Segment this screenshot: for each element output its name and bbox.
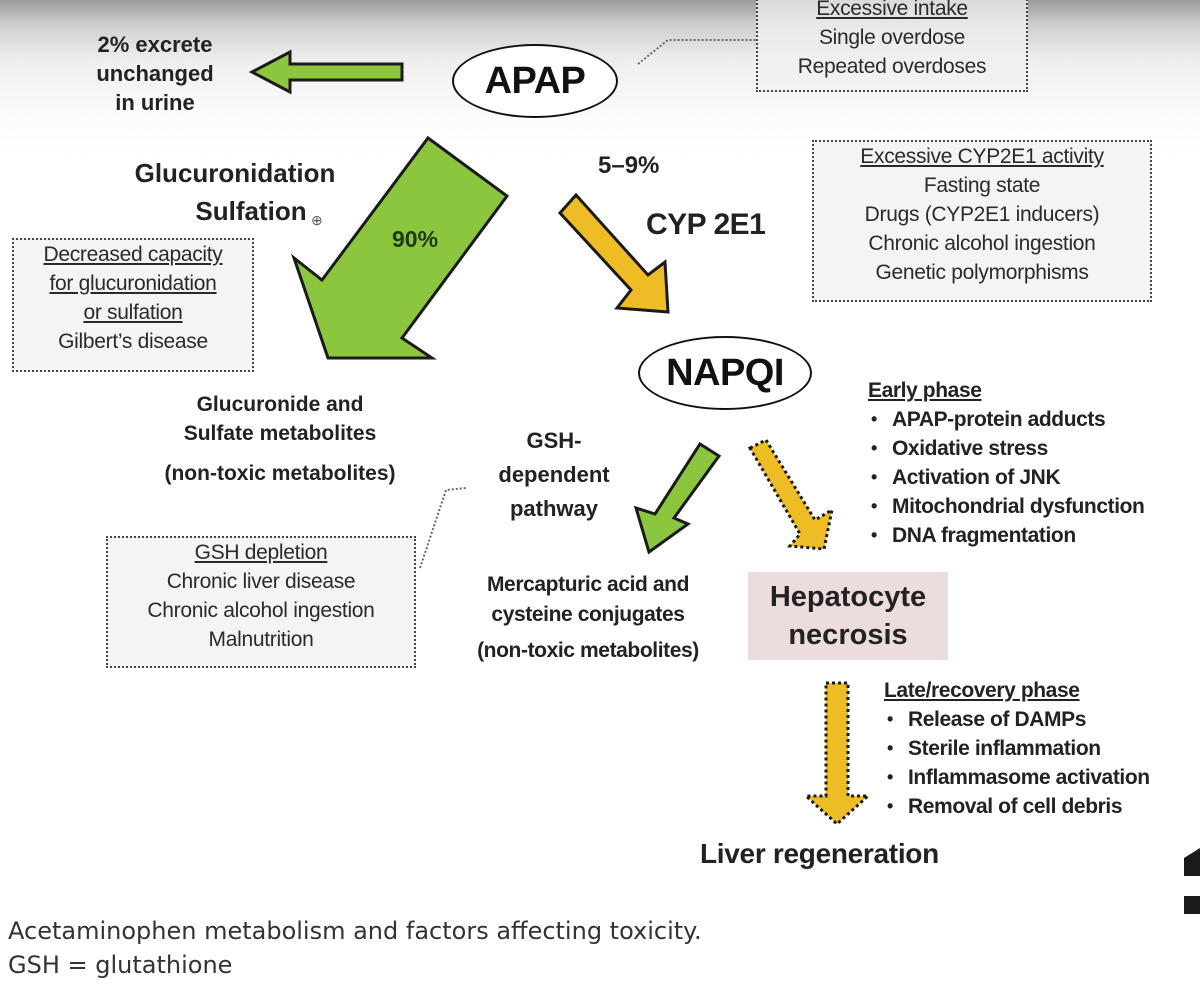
late-phase-item: Sterile inflammation [884,734,1200,763]
connector-gsh-depletion [419,487,467,569]
cyp2e1-activity-box: Excessive CYP2E1 activity Fasting state … [812,140,1152,302]
apap-label: APAP [484,59,586,102]
cyp2e1-arrow [557,192,670,314]
late-phase-item: Inflammasome activation [884,763,1200,792]
regeneration-arrow [802,681,872,827]
apap-node: APAP [452,44,618,118]
zoom-cursor-icon: ⊕ [311,212,323,228]
excessive-intake-box: Excessive intake Single overdose Repeate… [756,0,1028,92]
edge-shape-bottom [1184,896,1200,914]
caption-line-2: GSH = glutathione [8,951,233,979]
decreased-capacity-box: Decreased capacity for glucuronidation o… [12,238,254,372]
early-phase-item: Activation of JNK [868,463,1200,492]
mercapturic-products: Mercapturic acid and cysteine conjugates… [477,573,699,662]
cyp2e1-label: CYP 2E1 [646,208,766,241]
early-phase-item: DNA fragmentation [868,521,1200,550]
figure-caption: Acetaminophen metabolism and factors aff… [8,914,702,982]
late-phase-item: Release of DAMPs [884,705,1200,734]
early-phase-list: Early phase APAP-protein adducts Oxidati… [868,376,1200,550]
late-phase-item: Removal of cell debris [884,792,1200,821]
urine-arrow [248,49,404,95]
urine-excretion-label: 2% excrete unchanged in urine [96,32,214,115]
gsh-pathway-label: GSH- dependent pathway [498,428,610,521]
late-phase-list: Late/recovery phase Release of DAMPs Ste… [884,676,1200,821]
napqi-label: NAPQI [666,351,784,394]
glucuronidation-label: Glucuronidation Sulfation [134,158,336,226]
caption-line-1: Acetaminophen metabolism and factors aff… [8,917,702,945]
gsh-pathway-arrow [633,441,722,555]
early-phase-item: APAP-protein adducts [868,405,1200,434]
napqi-node: NAPQI [638,336,812,410]
early-phase-item: Oxidative stress [868,434,1200,463]
glucuronide-products: Glucuronide and Sulfate metabolites (non… [164,393,396,485]
hepatocyte-necrosis-box: Hepatocyte necrosis [748,572,948,660]
glucuronidation-percent: 90% [392,226,439,252]
cyp2e1-percent: 5–9% [598,152,660,179]
early-phase-item: Mitochondrial dysfunction [868,492,1200,521]
gsh-depletion-box: GSH depletion Chronic liver disease Chro… [106,536,416,668]
necrosis-arrow [747,438,835,551]
connector-excessive-intake [637,39,756,65]
edge-shape-top [1184,848,1200,876]
glucuronidation-arrow [290,135,510,360]
liver-regeneration-label: Liver regeneration [700,838,939,869]
